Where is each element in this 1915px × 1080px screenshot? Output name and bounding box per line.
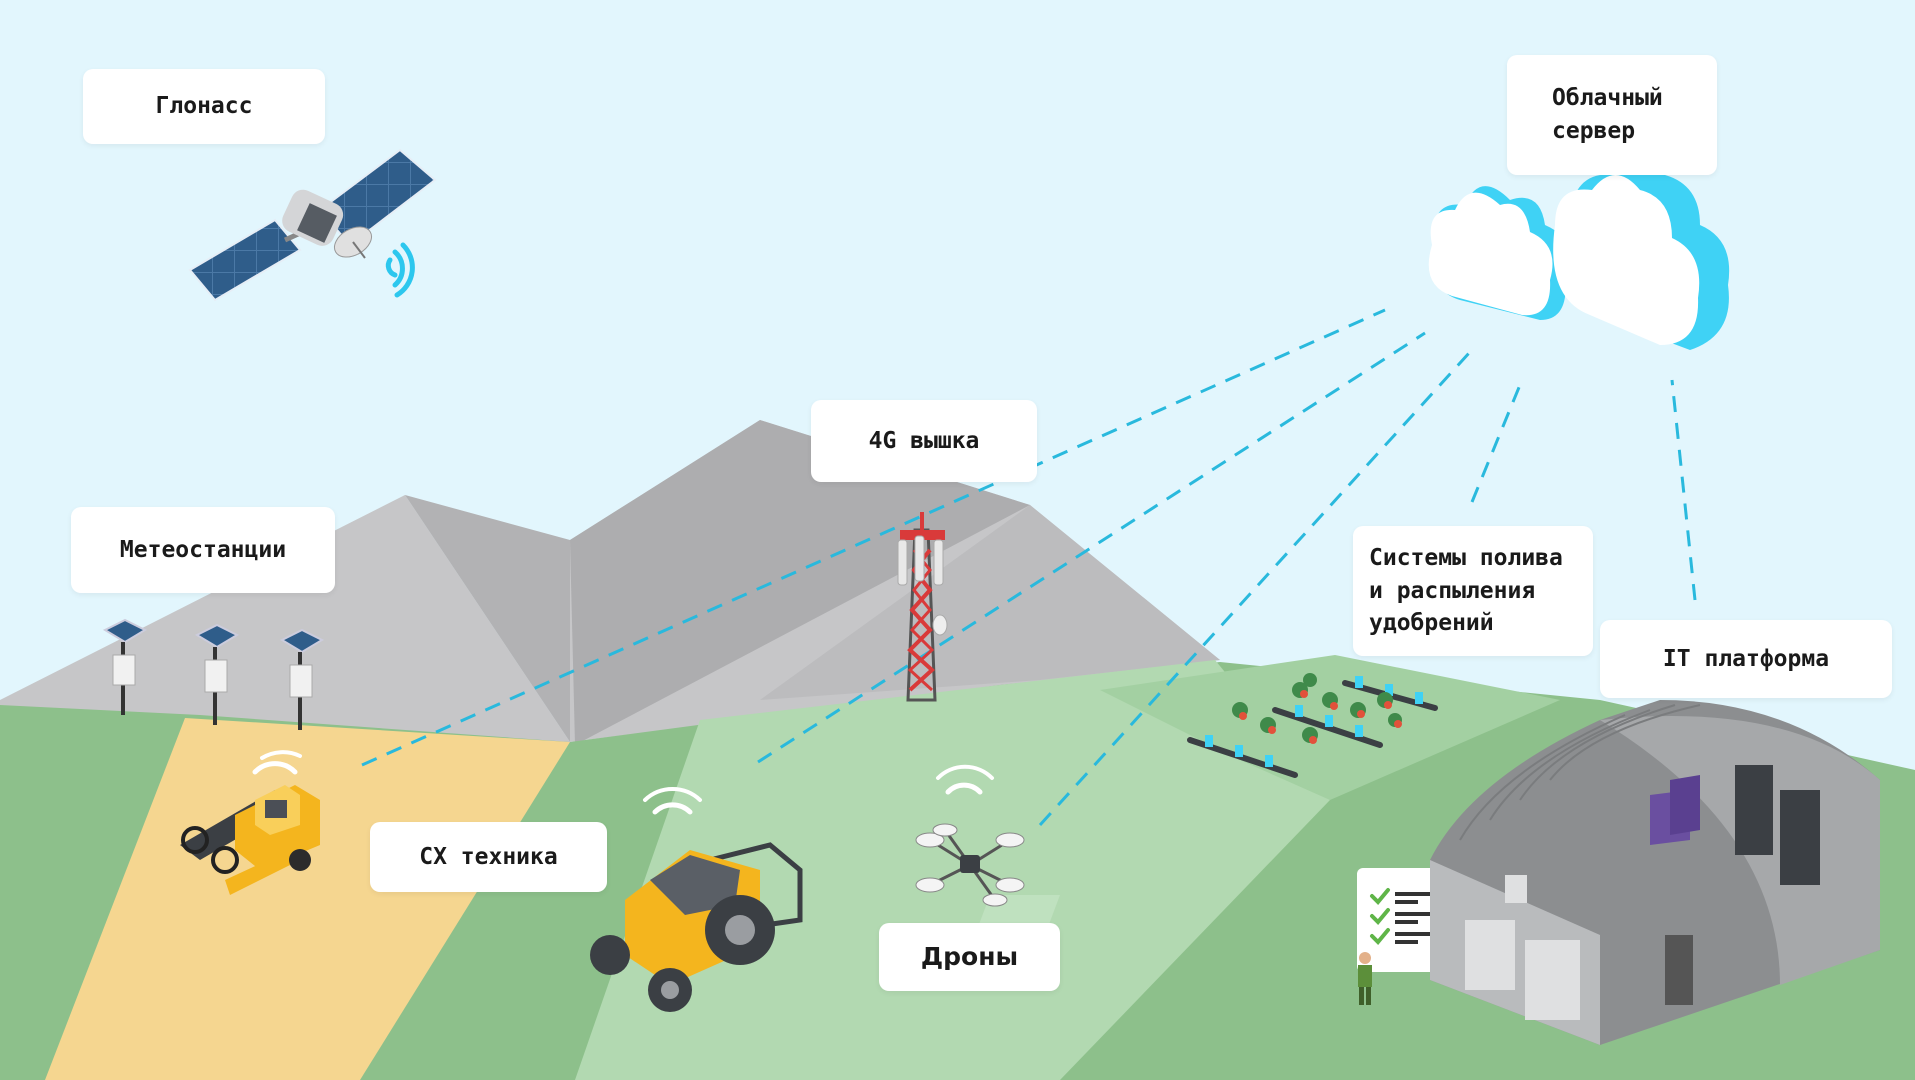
link-platform-cloud <box>1670 379 1697 601</box>
label-it-platform-text: IT платформа <box>1662 645 1830 672</box>
link-tractor-cloud <box>757 331 1426 764</box>
cell-tower-icon <box>897 512 948 702</box>
satellite-icon <box>188 148 437 302</box>
label-it-platform: IT платформа <box>1600 620 1892 698</box>
wifi-signal-icon <box>385 242 415 298</box>
link-combine-cloud <box>361 308 1386 767</box>
mountains <box>0 420 1220 745</box>
label-drones: Дроны <box>879 923 1060 991</box>
label-cloud-server-text: Облачный сервер <box>1552 85 1663 144</box>
hangar-icon <box>1430 700 1880 1045</box>
label-glonass: Глонасс <box>83 69 325 144</box>
tractor-icon <box>590 787 803 1012</box>
label-drones-text: Дроны <box>920 942 1019 972</box>
label-ag-machinery-text: СХ техника <box>419 843 558 870</box>
label-irrigation: Системы полива и распыления удобрений <box>1353 526 1593 656</box>
label-4g-tower: 4G вышка <box>811 400 1037 482</box>
combine-harvester-icon <box>180 750 320 895</box>
label-ag-machinery: СХ техника <box>370 822 607 892</box>
label-weather-stations: Метеостанции <box>71 507 335 593</box>
label-cloud-server: Облачный сервер <box>1507 55 1717 175</box>
label-4g-tower-text: 4G вышка <box>868 427 980 454</box>
weather-station-icon <box>102 618 325 730</box>
link-irrigation-cloud <box>1470 379 1524 503</box>
label-glonass-text: Глонасс <box>155 93 253 120</box>
label-irrigation-text: Системы полива и распыления удобрений <box>1369 545 1563 637</box>
cloud-icon <box>1428 160 1730 350</box>
link-lines <box>361 308 1697 827</box>
irrigation-icon <box>1187 673 1438 778</box>
label-weather-stations-text: Метеостанции <box>119 536 287 563</box>
farmer-icon <box>1358 952 1372 1005</box>
checklist-icon <box>1357 868 1447 972</box>
